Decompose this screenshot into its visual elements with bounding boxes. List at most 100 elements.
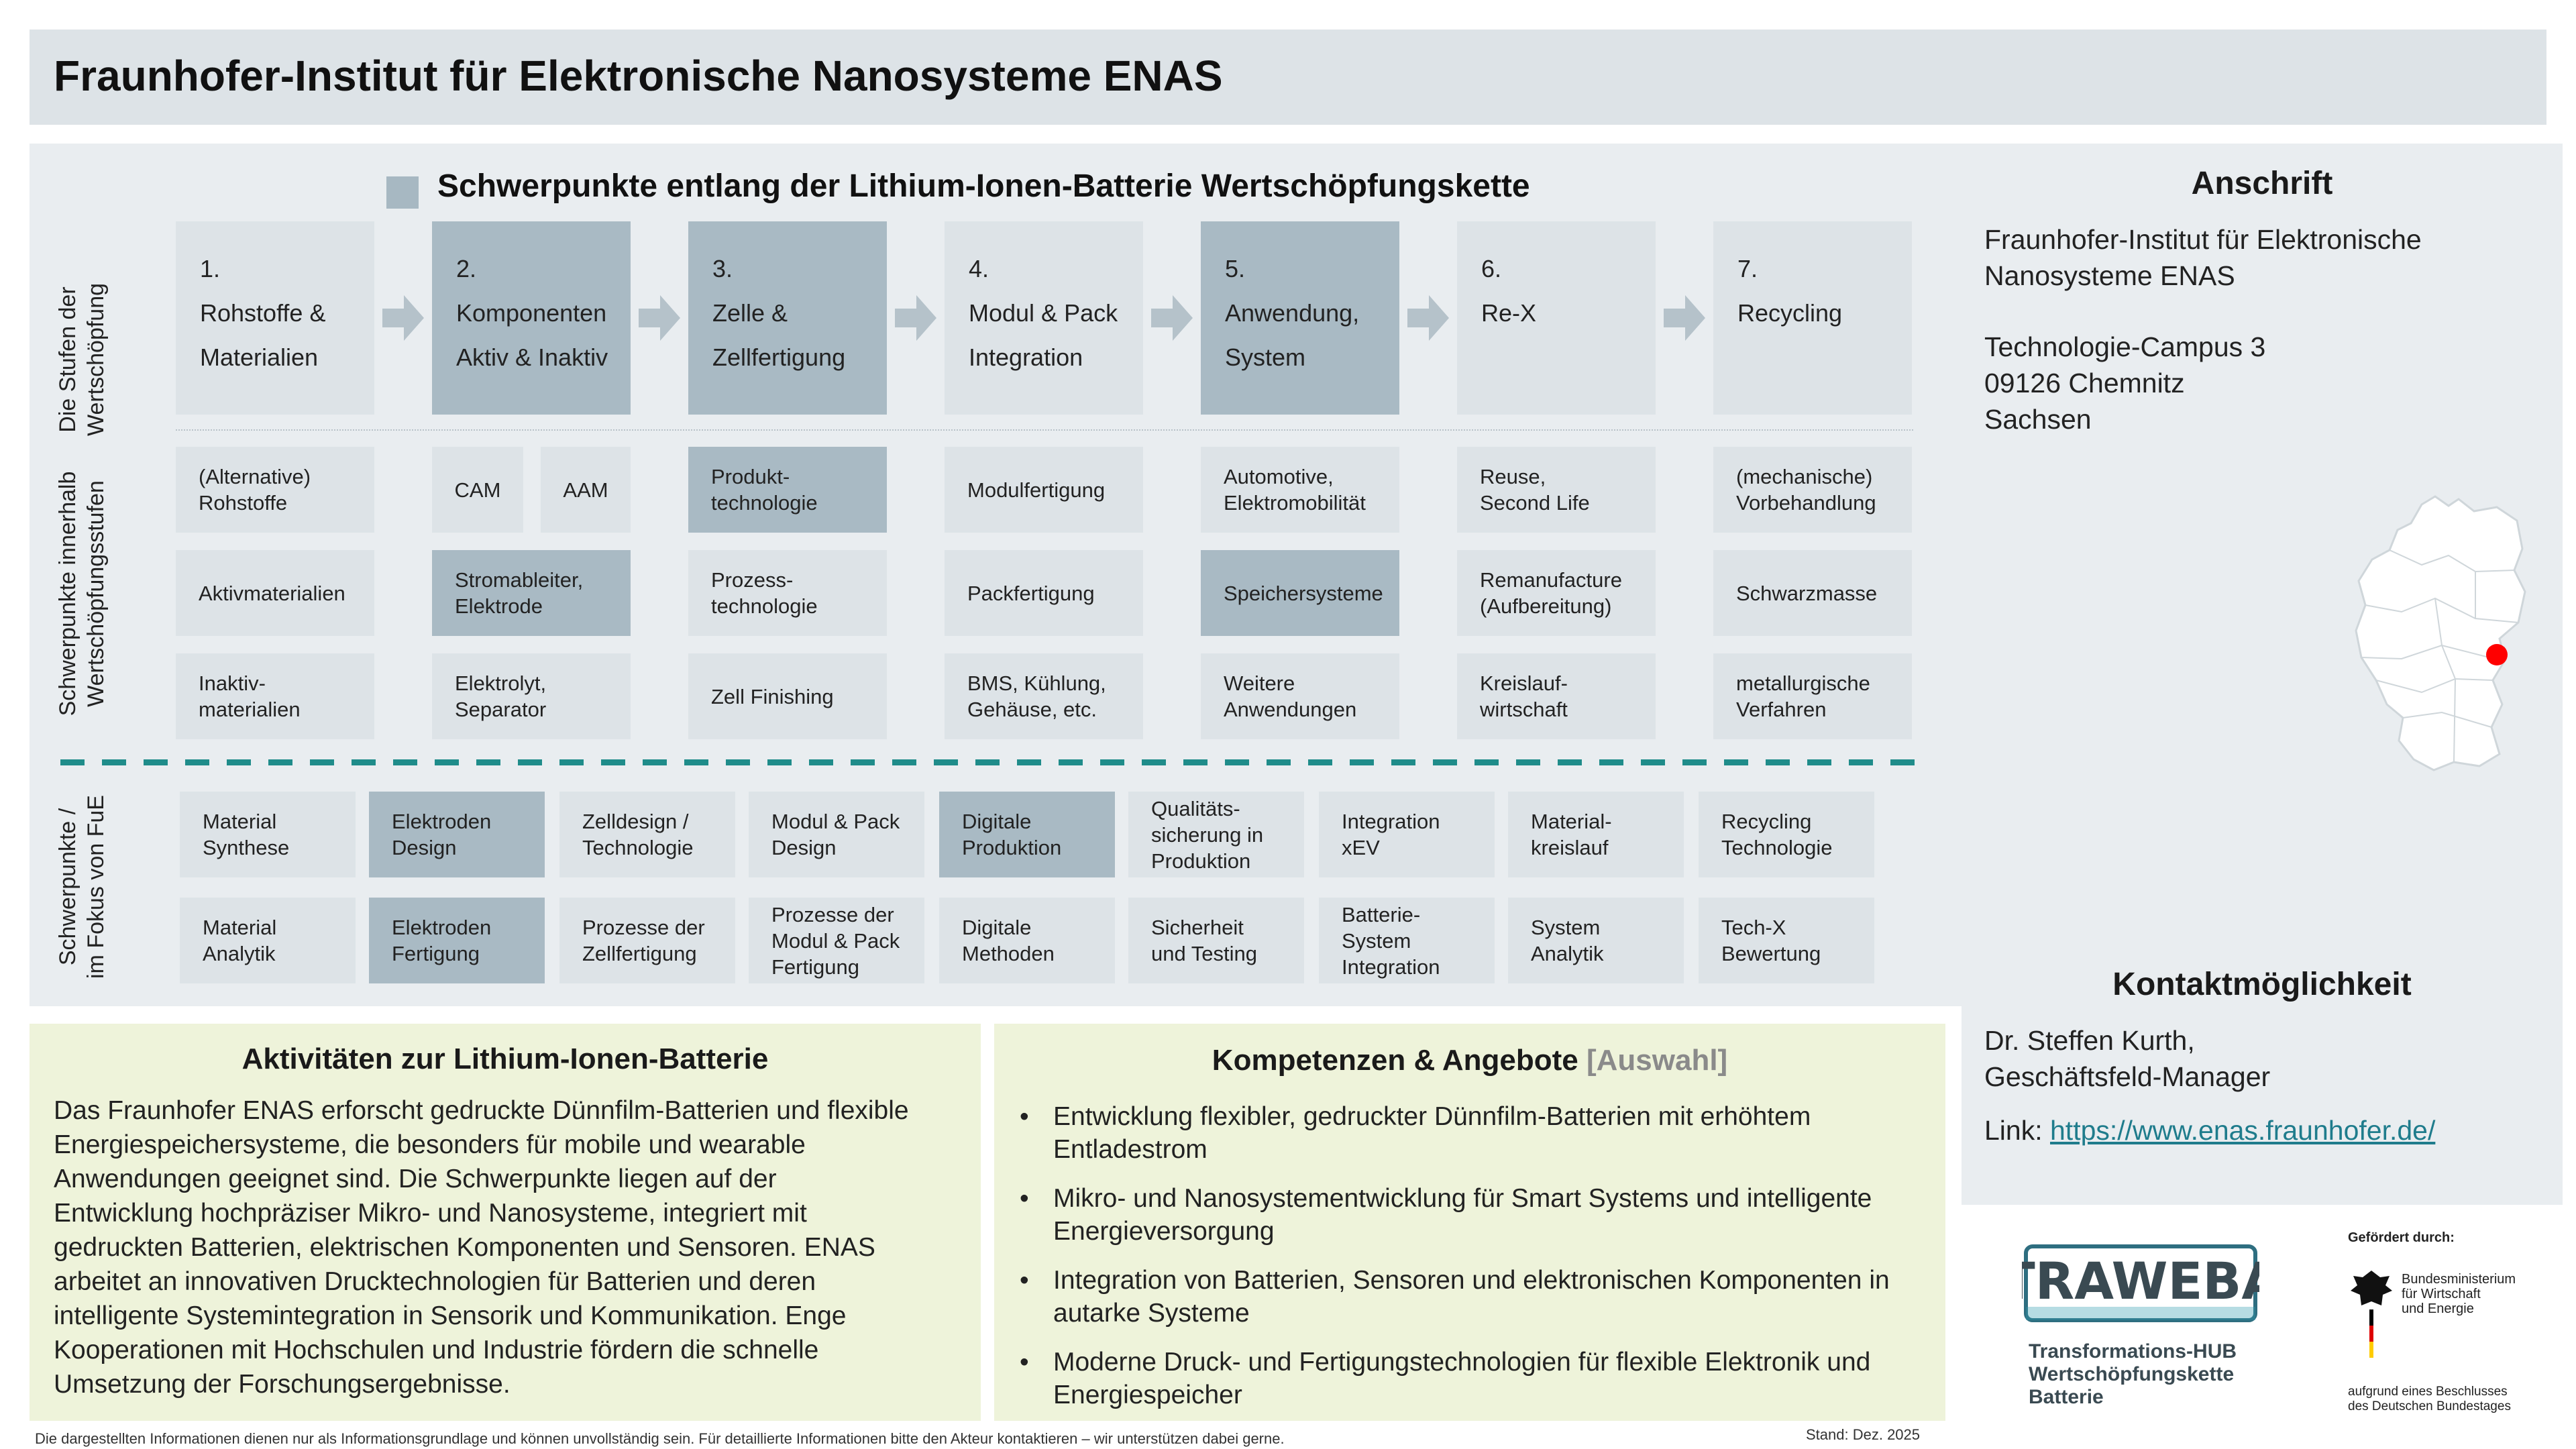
competence-line: Entwicklung flexibler, gedruckter Dünnfi… xyxy=(1053,1102,1811,1131)
rnd-box: Material- kreislauf xyxy=(1508,792,1684,877)
focus-text: Kreislauf- xyxy=(1480,672,1568,695)
rnd-text: Integration xyxy=(1342,810,1440,833)
ministry-name: Bundesministerium für Wirtschaft und Ene… xyxy=(2402,1272,2516,1316)
competence-line: autarke Systeme xyxy=(1053,1299,1250,1328)
focus-text: technologie xyxy=(711,594,818,618)
ministry-note-line: aufgrund eines Beschlusses xyxy=(2348,1385,2508,1399)
focus-box: Prozess- technologie xyxy=(688,550,887,636)
rnd-text: Design xyxy=(392,836,457,859)
contact-link[interactable]: https://www.enas.fraunhofer.de/ xyxy=(2050,1115,2436,1146)
stage-label: Re-X xyxy=(1481,299,1537,327)
stage-label: Recycling xyxy=(1737,299,1843,327)
footer-date: Stand: Dez. 2025 xyxy=(1806,1426,1921,1443)
rnd-text: Material xyxy=(203,916,277,939)
activities-panel xyxy=(30,1024,981,1421)
competences-panel xyxy=(994,1024,1945,1421)
ministry-name-line: für Wirtschaft xyxy=(2402,1287,2481,1301)
focus-box: (Alternative) Rohstoffe xyxy=(176,447,374,533)
focus-box: Inaktiv- materialien xyxy=(176,653,374,739)
value-chain-heading: Schwerpunkte entlang der Lithium-Ionen-B… xyxy=(437,168,1530,204)
focus-text: Aktivmaterialien xyxy=(199,581,345,605)
stage-number: 2. xyxy=(456,255,477,282)
arrow-right-icon xyxy=(895,295,936,341)
ministry-name-line: Bundesministerium xyxy=(2402,1272,2516,1287)
focus-text: Automotive, xyxy=(1224,465,1334,488)
activities-line: Energiespeichersysteme, die besonders fü… xyxy=(54,1130,806,1159)
focus-text: Elektrolyt, xyxy=(455,672,547,695)
germany-map-icon xyxy=(2355,495,2526,771)
focus-box: AAM xyxy=(541,447,631,533)
traweba-logo: TRAWEBA xyxy=(2022,1244,2259,1322)
address-state: Sachsen xyxy=(1984,404,2092,435)
rnd-text: Digitale xyxy=(962,810,1032,833)
focus-text: Elektromobilität xyxy=(1224,491,1366,515)
rnd-text: Prozesse der xyxy=(771,902,894,926)
rnd-text: Fertigung xyxy=(392,942,480,965)
stage-number: 5. xyxy=(1225,255,1246,282)
rnd-text: Design xyxy=(771,836,837,859)
stage-label: Rohstoffe & xyxy=(200,299,326,327)
activities-title: Aktivitäten zur Lithium-Ionen-Batterie xyxy=(241,1042,769,1075)
activities-line: Das Fraunhofer ENAS erforscht gedruckte … xyxy=(54,1096,909,1125)
competence-line: Integration von Batterien, Sensoren und … xyxy=(1053,1266,1890,1295)
focus-box: Packfertigung xyxy=(945,550,1143,636)
stage-label: System xyxy=(1225,343,1306,371)
rnd-text: Digitale xyxy=(962,916,1032,939)
funded-by-label: Gefördert durch: xyxy=(2348,1230,2455,1245)
rnd-text: Modul & Pack xyxy=(771,928,900,953)
rnd-box: Digitale Methoden xyxy=(939,898,1115,983)
rnd-text: Produktion xyxy=(962,836,1062,859)
rnd-text: Fertigung xyxy=(771,955,859,979)
stage-box-6: 6. Re-X xyxy=(1457,221,1656,415)
rnd-text: kreislauf xyxy=(1531,836,1609,859)
address-name: Fraunhofer-Institut für Elektronische xyxy=(1984,224,2422,255)
rnd-box: System Analytik xyxy=(1508,898,1684,983)
stage-box-2: 2. Komponenten Aktiv & Inaktiv xyxy=(432,221,631,415)
focus-text: Vorbehandlung xyxy=(1736,491,1876,515)
rnd-text: Material- xyxy=(1531,810,1612,833)
focus-text: materialien xyxy=(199,698,301,721)
rnd-text: Synthese xyxy=(203,836,290,859)
focus-text: Gehäuse, etc. xyxy=(967,698,1097,721)
focus-text: Reuse, xyxy=(1480,465,1546,488)
address-name: Nanosysteme ENAS xyxy=(1984,260,2235,291)
activities-line: Anwendungen geeignet sind. Die Schwerpun… xyxy=(54,1165,777,1193)
stage-label: Modul & Pack xyxy=(969,299,1118,327)
stage-number: 1. xyxy=(200,255,221,282)
focus-box: Produkt- technologie xyxy=(688,447,887,533)
traweba-subtitle-line: Transformations-HUB xyxy=(2029,1340,2237,1362)
activities-line: Kooperationen mit Hochschulen und Indust… xyxy=(54,1336,819,1364)
traweba-subtitle: Transformations-HUB Wertschöpfungskette … xyxy=(2029,1340,2237,1409)
focus-text: CAM xyxy=(454,478,501,502)
row-label-stages: Die Stufen der Wertschöpfung xyxy=(54,283,110,436)
rnd-text: Integration xyxy=(1342,955,1440,979)
activities-line: intelligente Systemintegration in Sensor… xyxy=(54,1301,847,1330)
bullet-icon: • xyxy=(1020,1348,1029,1377)
stage-label: Zelle & xyxy=(712,299,788,327)
rnd-text: Material xyxy=(203,810,277,833)
bullet-icon: • xyxy=(1020,1184,1029,1213)
arrow-right-icon xyxy=(1151,295,1193,341)
row-label-line: Wertschöpfung xyxy=(83,282,109,437)
rnd-text: Recycling xyxy=(1721,810,1812,833)
ministry-name-line: und Energie xyxy=(2402,1301,2474,1316)
stage-number: 7. xyxy=(1737,255,1758,282)
competences-title-text: Kompetenzen & Angebote xyxy=(1212,1044,1587,1077)
rnd-box: Batterie- System Integration xyxy=(1319,898,1495,983)
competence-line: Moderne Druck- und Fertigungstechnologie… xyxy=(1053,1348,1871,1377)
focus-text: Verfahren xyxy=(1736,698,1827,721)
rnd-text: Analytik xyxy=(1531,942,1604,965)
bullet-icon: • xyxy=(1020,1102,1029,1131)
rnd-text: Elektroden xyxy=(392,916,492,939)
focus-box: Kreislauf- wirtschaft xyxy=(1457,653,1656,739)
focus-box: Zell Finishing xyxy=(688,653,887,739)
focus-text: Packfertigung xyxy=(967,581,1095,605)
stage-divider xyxy=(176,429,1913,431)
stage-label: Materialien xyxy=(200,343,319,371)
rnd-box: Prozesse der Zellfertigung xyxy=(559,898,735,983)
row-label-line: Die Stufen der xyxy=(55,286,80,433)
rnd-box: Zelldesign / Technologie xyxy=(559,792,735,877)
traweba-subtitle-line: Batterie xyxy=(2029,1386,2104,1408)
contact-role: Geschäftsfeld-Manager xyxy=(1984,1061,2271,1092)
focus-text: Remanufacture xyxy=(1480,568,1622,592)
